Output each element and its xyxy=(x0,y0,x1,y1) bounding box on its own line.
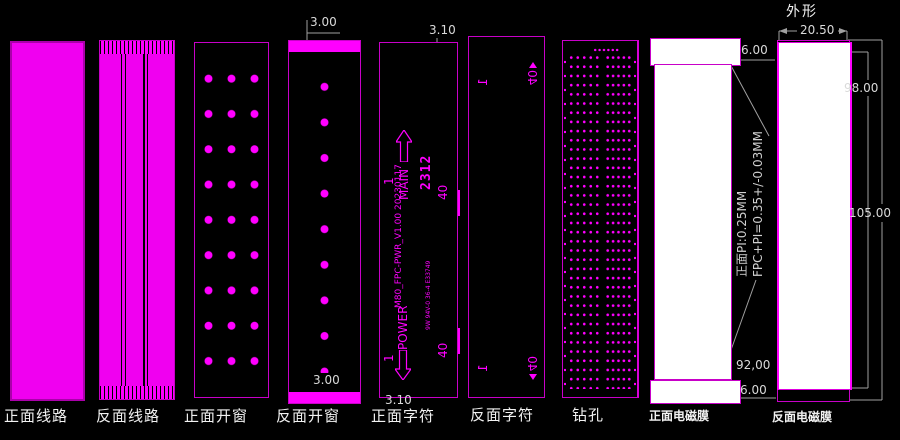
panel-label-back-silkscreen: 反面字符 xyxy=(470,406,535,424)
trace-fingers-top xyxy=(100,41,174,54)
drill-hole-grid-left xyxy=(568,53,601,389)
trace-gap-line xyxy=(147,54,148,386)
silk-power-label: POWER xyxy=(396,305,410,350)
note-stackup: FPC+PI=0.35+/-0.03MM xyxy=(751,131,765,277)
panel-back-coverlay[interactable] xyxy=(288,40,361,404)
panel-back-circuit[interactable] xyxy=(99,40,175,400)
edge-tick xyxy=(458,190,460,216)
pin-marker-icon xyxy=(529,374,537,380)
front-em-film-bottom-band[interactable] xyxy=(650,380,741,404)
panel-label-front-em-film: 正面电磁膜 xyxy=(649,409,710,423)
outline-title: 外形 xyxy=(786,4,818,20)
silk-ul-marking: 9W 94V-0 36-4 E33749 xyxy=(425,260,432,330)
trace-gap-line xyxy=(121,54,122,386)
dim-outline-height: 105.00 xyxy=(849,206,891,220)
edge-tick xyxy=(458,328,460,354)
coverlay-opening-dots xyxy=(197,61,266,379)
front-em-film-body[interactable] xyxy=(654,64,732,380)
panel-front-coverlay[interactable] xyxy=(194,42,269,398)
panel-front-silkscreen[interactable] xyxy=(379,42,458,398)
drill-hole-grid-right xyxy=(605,53,632,389)
panel-label-front-coverlay: 正面开窗 xyxy=(184,407,249,425)
silk-pin40-top: 40 xyxy=(436,184,450,200)
panel-label-back-em-film: 反面电磁膜 xyxy=(772,410,833,424)
power-down-arrow-icon xyxy=(395,350,411,380)
back-silk-pin1-bottom: 1 xyxy=(476,364,490,372)
panel-label-front-silkscreen: 正面字符 xyxy=(371,407,436,425)
silk-date-code: 2312 xyxy=(419,154,434,190)
panel-label-front-circuit: 正面线路 xyxy=(4,407,69,425)
drill-edge-holes-right xyxy=(634,55,636,387)
trace-fingers-bottom xyxy=(100,386,174,399)
front-em-film-top-band[interactable] xyxy=(650,38,741,66)
coverlay-opening-dots xyxy=(289,69,360,373)
dim-outline-width: 20.50 xyxy=(800,23,835,37)
dim-front-silk-bottom: 3.10 xyxy=(385,393,412,407)
dim-em-top-band: 6.00 xyxy=(741,43,768,57)
back-silk-pin40-bottom: 40 xyxy=(525,356,539,372)
back-silk-pin1-top: 1 xyxy=(476,78,490,86)
panel-label-drill: 钻孔 xyxy=(572,406,605,424)
trace-gap-line xyxy=(143,54,145,386)
silk-pin1-bottom: 1 xyxy=(382,354,396,362)
main-up-arrow-icon xyxy=(396,130,412,162)
pin-marker-icon xyxy=(529,62,537,68)
dim-em-body: 92,00 xyxy=(736,358,771,372)
dim-front-silk-top: 3.10 xyxy=(429,23,456,37)
panel-back-silkscreen[interactable] xyxy=(468,36,545,398)
back-silk-pin40-top: 40 xyxy=(525,70,539,86)
panel-front-circuit[interactable] xyxy=(10,41,85,401)
dim-em-bottom-band: 6.00 xyxy=(740,383,767,397)
panel-back-em-film[interactable] xyxy=(777,42,852,390)
silk-part-number: M80_FPC-PWR_V1.00 20230117 xyxy=(394,164,404,308)
note-front-pi: 正面PI:0.25MM xyxy=(735,190,749,277)
coverlay-band-bottom xyxy=(289,390,360,403)
dim-back-coverlay-bottom: 3.00 xyxy=(313,373,340,387)
dim-back-coverlay-top: 3.00 xyxy=(310,15,337,29)
trace-gap-line xyxy=(125,54,126,386)
dim-film-height: 98.00 xyxy=(844,81,879,95)
coverlay-band-top xyxy=(289,41,360,54)
panel-drill[interactable] xyxy=(562,40,639,398)
panel-label-back-coverlay: 反面开窗 xyxy=(276,407,341,425)
drill-edge-holes-left xyxy=(564,55,566,387)
drill-top-cluster xyxy=(593,47,619,53)
silk-pin40-bottom: 40 xyxy=(436,342,450,358)
panel-label-back-circuit: 反面线路 xyxy=(96,407,161,425)
